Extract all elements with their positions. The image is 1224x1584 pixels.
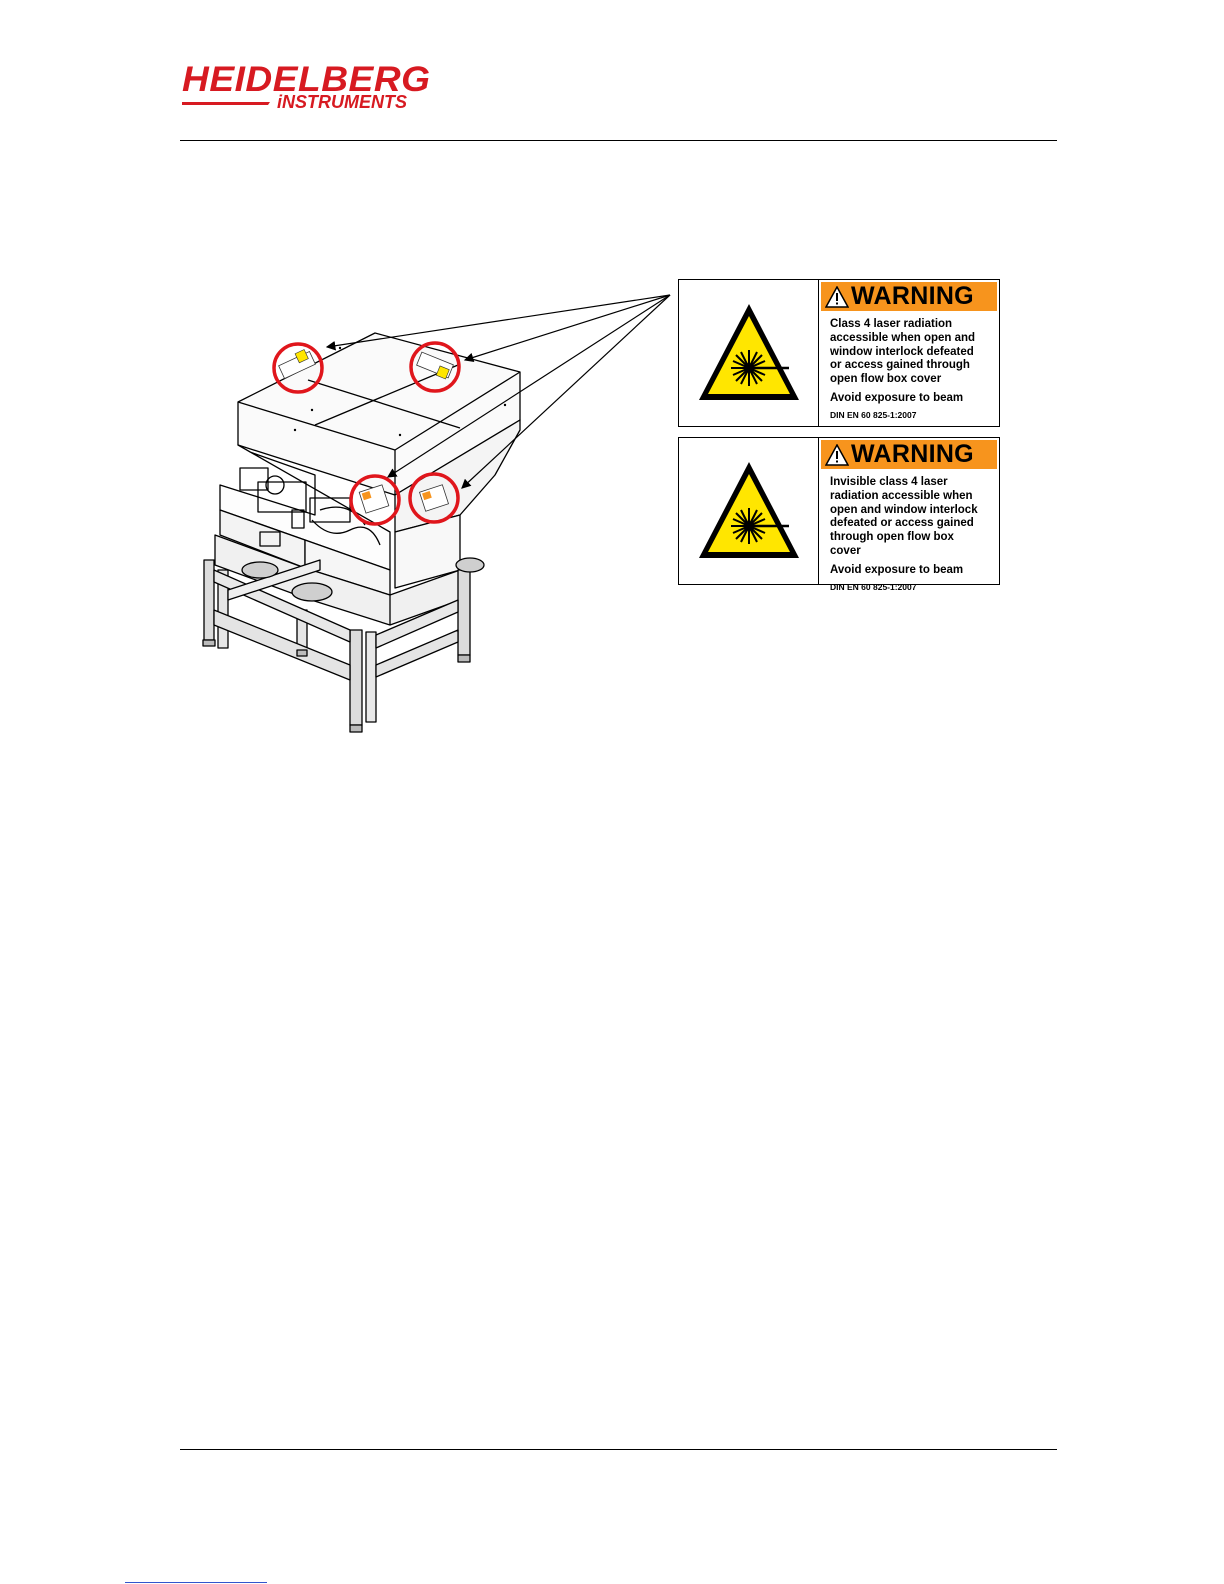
warning-text-line: window interlock defeated <box>830 345 974 358</box>
warning-norm-text: DIN EN 60 825-1:2007 <box>830 581 917 592</box>
callout-circle-2 <box>409 341 461 393</box>
logo-main-text: HEIDELBERG <box>182 60 431 99</box>
warning-text-line: or access gained through <box>830 359 970 372</box>
warning-avoid-text: Avoid exposure to beam <box>830 391 964 404</box>
callout-circle-3 <box>349 474 401 526</box>
warning-triangle-icon <box>825 443 849 466</box>
laser-hazard-symbol <box>679 280 819 426</box>
header-rule <box>180 140 1057 141</box>
logo-sub-text: iNSTRUMENTS <box>277 92 407 112</box>
laser-warning-sign-2: WARNING Invisible class 4 laser radiatio… <box>678 437 1000 592</box>
arrow-2 <box>463 294 671 363</box>
warning-text-line: open and window interlock <box>830 503 978 516</box>
arrow-4 <box>461 294 671 489</box>
callout-circle-1 <box>272 342 324 394</box>
callout-circle-4 <box>408 472 460 524</box>
warning-text-line: Class 4 laser radiation <box>830 318 953 330</box>
laser-hazard-icon <box>699 304 799 400</box>
warning-body: Class 4 laser radiation accessible when … <box>830 318 993 420</box>
laser-hazard-symbol <box>679 438 819 584</box>
warning-text-line: through open flow box <box>830 531 954 544</box>
laser-hazard-icon <box>699 462 799 558</box>
warning-norm-text: DIN EN 60 825-1:2007 <box>830 409 917 420</box>
warning-header: WARNING <box>821 282 997 311</box>
warning-text-line: defeated or access gained <box>830 517 974 530</box>
logo-swoosh-icon <box>182 102 270 105</box>
arrow-1 <box>325 294 671 351</box>
warning-header-text: WARNING <box>851 282 974 310</box>
warning-text-line: radiation accessible when <box>830 489 973 502</box>
warning-triangle-icon <box>825 285 849 308</box>
footer-rule <box>180 1449 1057 1450</box>
warning-header-text: WARNING <box>851 440 974 468</box>
warning-avoid-text: Avoid exposure to beam <box>830 563 964 576</box>
warning-header: WARNING <box>821 440 997 469</box>
machine-illustration <box>202 294 671 733</box>
footer-link-underline[interactable] <box>125 1582 267 1583</box>
warning-text-line: open flow box cover <box>830 373 942 386</box>
warning-text-line: Invisible class 4 laser <box>830 476 948 488</box>
warning-text-line: accessible when open and <box>830 331 976 344</box>
warning-body: Invisible class 4 laser radiation access… <box>830 476 993 592</box>
warning-text-line: cover <box>830 544 861 557</box>
heidelberg-logo: HEIDELBERG iNSTRUMENTS <box>182 62 452 118</box>
laser-warning-sign-1: WARNING Class 4 laser radiation accessib… <box>678 279 1000 427</box>
arrow-3 <box>386 294 671 478</box>
